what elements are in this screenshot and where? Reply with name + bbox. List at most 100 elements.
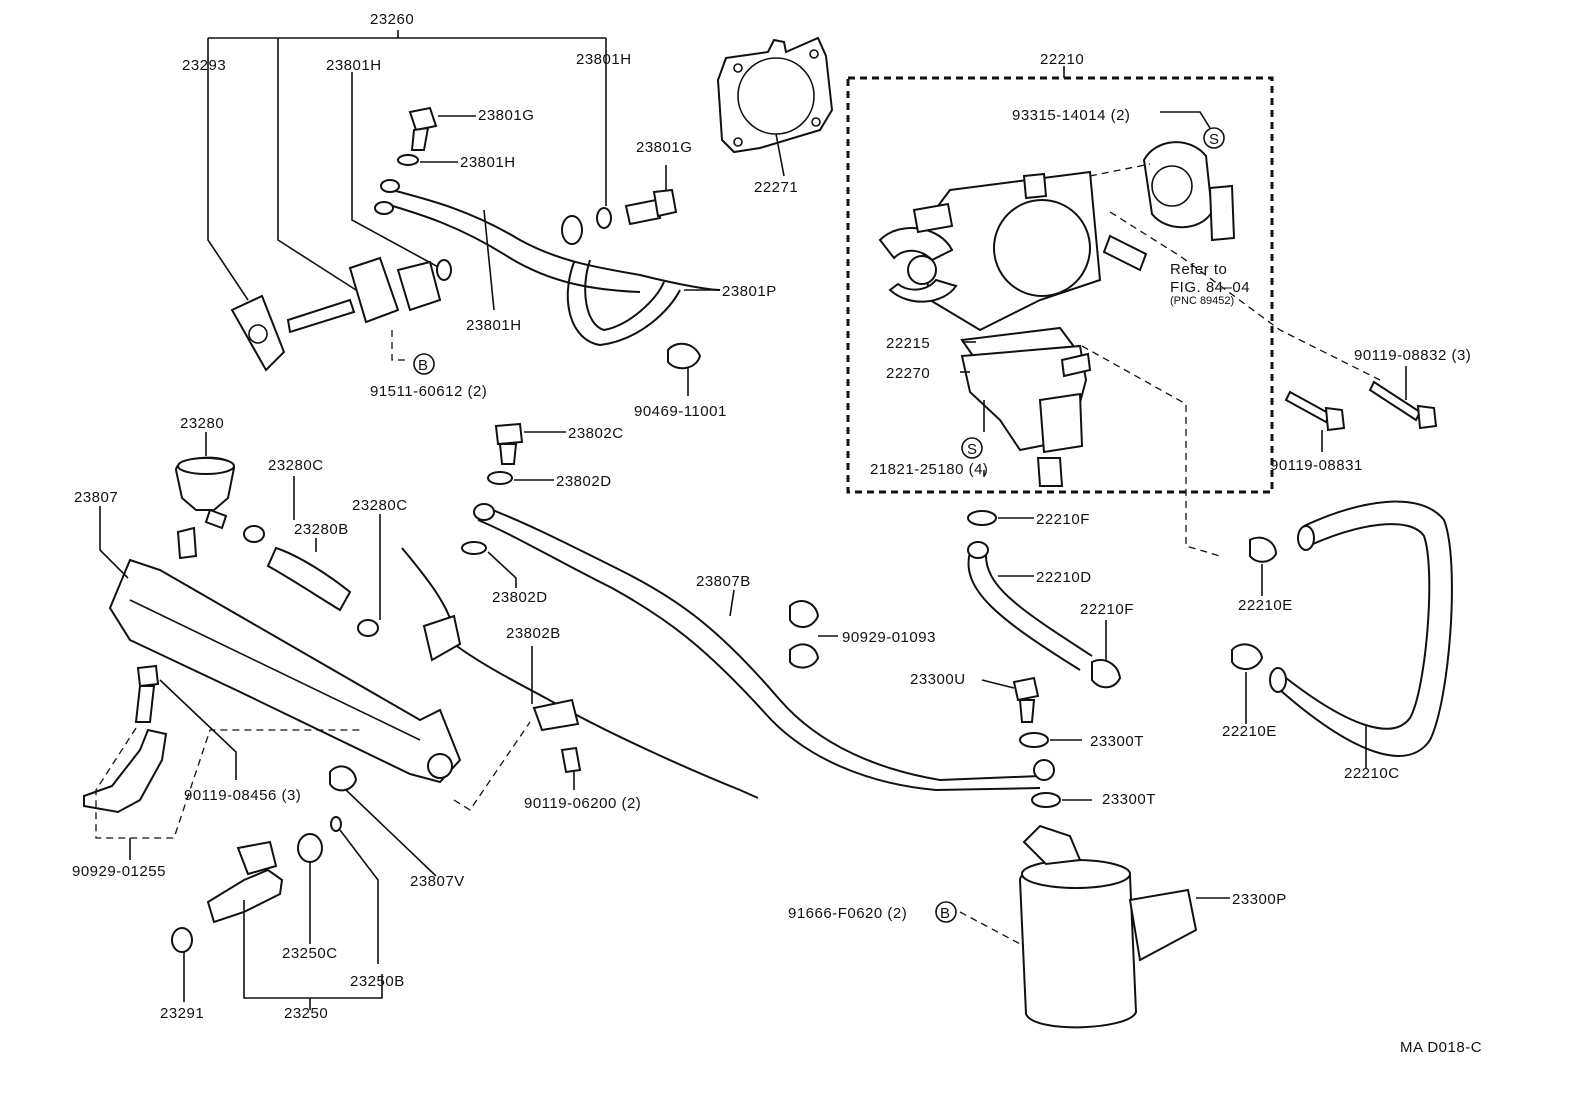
label-23280B: 23280B — [294, 521, 349, 538]
o-ring-23250B — [330, 816, 342, 832]
label-22210C: 22210C — [1344, 765, 1400, 782]
fuel-tubes — [401, 422, 1055, 799]
damper-connector — [396, 260, 442, 312]
damper-shaft — [286, 298, 356, 334]
washer-23802D-a — [487, 471, 513, 485]
label-22270: 22270 — [886, 365, 930, 382]
bolt-23300U — [1012, 676, 1040, 702]
bolt-90119-08456 — [134, 685, 156, 723]
label-23801G-b: 23801G — [636, 139, 692, 156]
insulator-23807V — [329, 765, 358, 792]
insulator-23250C — [297, 833, 323, 863]
label-23802D-b: 23802D — [492, 589, 548, 606]
gasket-22271 — [716, 36, 834, 177]
label-diagram-code: MA D018-C — [1400, 1039, 1482, 1056]
label-23291: 23291 — [160, 1005, 204, 1022]
washer-23802D-b — [461, 541, 487, 555]
label-90119-08832: 90119-08832 (3) — [1354, 347, 1471, 364]
hoses-22210 — [967, 500, 1453, 768]
label-23280C-a: 23280C — [268, 457, 324, 474]
insulator-23291 — [171, 927, 193, 953]
clamp-22210F-a — [967, 510, 997, 526]
clamp-90929-01093-a — [789, 600, 820, 628]
clamp-90929-01093-b — [789, 643, 820, 669]
clamp-22210F-b — [1091, 659, 1122, 689]
delivery-pipe-23807 — [108, 558, 462, 784]
label-90929-01093: 90929-01093 — [842, 629, 936, 646]
circle-markers: B B S S — [413, 127, 1225, 923]
label-23280: 23280 — [180, 415, 224, 432]
delivery-pipe-group — [83, 432, 531, 1010]
b-marker-91511: B — [413, 353, 435, 375]
label-90929-01255: 90929-01255 — [72, 863, 166, 880]
label-23250C: 23250C — [282, 945, 338, 962]
label-23300P: 23300P — [1232, 891, 1287, 908]
svg-text:B: B — [940, 905, 951, 922]
label-90119-08831: 90119-08831 — [1270, 457, 1363, 474]
label-23802D-a: 23802D — [556, 473, 612, 490]
label-22210E-a: 22210E — [1238, 597, 1293, 614]
washer-23801H-c — [596, 207, 612, 229]
label-22271: 22271 — [754, 179, 798, 196]
label-23280C-b: 23280C — [352, 497, 408, 514]
label-23801H-a: 23801H — [326, 57, 382, 74]
label-23260: 23260 — [370, 11, 414, 28]
label-22210F-b: 22210F — [1080, 601, 1134, 618]
label-23802B: 23802B — [506, 625, 561, 642]
bolt-23802C — [494, 422, 524, 446]
clamp-23280C-a — [243, 525, 265, 543]
label-23807: 23807 — [74, 489, 118, 506]
label-23801H-d: 23801H — [466, 317, 522, 334]
label-23250: 23250 — [284, 1005, 328, 1022]
bolt-90119-08832 — [1416, 404, 1438, 430]
b-marker-91666: B — [935, 901, 957, 923]
label-23801P: 23801P — [722, 283, 777, 300]
label-refer-to: Refer to — [1170, 261, 1227, 278]
label-fig-84-04: FIG. 84–04 — [1170, 279, 1250, 296]
s-marker-21821: S — [961, 437, 983, 459]
label-90469: 90469-11001 — [634, 403, 727, 420]
bracket-90929-01255 — [83, 728, 168, 814]
damper-body — [348, 256, 400, 324]
clamp-90469 — [667, 342, 702, 370]
throttle-body-22210 — [846, 66, 1381, 557]
part-labels: 23260 23293 23801H 23801H 23801G 23801H … — [72, 11, 1482, 1056]
label-23807V: 23807V — [410, 873, 465, 890]
label-23300T-a: 23300T — [1090, 733, 1144, 750]
fuel-pump-group — [959, 676, 1230, 1029]
svg-text:S: S — [967, 441, 978, 458]
clamp-22210E-b — [1231, 643, 1264, 670]
bolt-23801G-b — [652, 188, 678, 218]
svg-text:B: B — [418, 357, 429, 374]
injector-23250 — [206, 868, 284, 924]
washer-23300T-a — [1019, 732, 1049, 748]
label-22215: 22215 — [886, 335, 930, 352]
label-90119-06200: 90119-06200 (2) — [524, 795, 641, 812]
label-23293: 23293 — [182, 57, 226, 74]
svg-text:S: S — [1209, 131, 1220, 148]
label-91511: 91511-60612 (2) — [370, 383, 487, 400]
washer-23300T-b — [1031, 792, 1061, 808]
label-90119-08456: 90119-08456 (3) — [184, 787, 301, 804]
bolt-90119-06200 — [560, 746, 582, 774]
label-23250B: 23250B — [350, 973, 405, 990]
label-23801H-c: 23801H — [460, 154, 516, 171]
clamp-23280C-b — [357, 619, 379, 637]
label-22210E-b: 22210E — [1222, 723, 1277, 740]
label-23801G-a: 23801G — [478, 107, 534, 124]
label-22210F-a: 22210F — [1036, 511, 1090, 528]
clamp-22210E-a — [1249, 536, 1278, 563]
label-22210: 22210 — [1040, 51, 1084, 68]
label-23802C: 23802C — [568, 425, 624, 442]
label-23300U: 23300U — [910, 671, 966, 688]
label-21821: 21821-25180 (4) — [870, 461, 988, 478]
label-22210D: 22210D — [1036, 569, 1092, 586]
throttle-sensor — [1142, 141, 1214, 229]
label-23300T-b: 23300T — [1102, 791, 1156, 808]
label-93315: 93315-14014 (2) — [1012, 107, 1130, 124]
hose-23280B — [266, 546, 352, 612]
bolt-90119-08831 — [1324, 406, 1346, 432]
label-23801H-b: 23801H — [576, 51, 632, 68]
